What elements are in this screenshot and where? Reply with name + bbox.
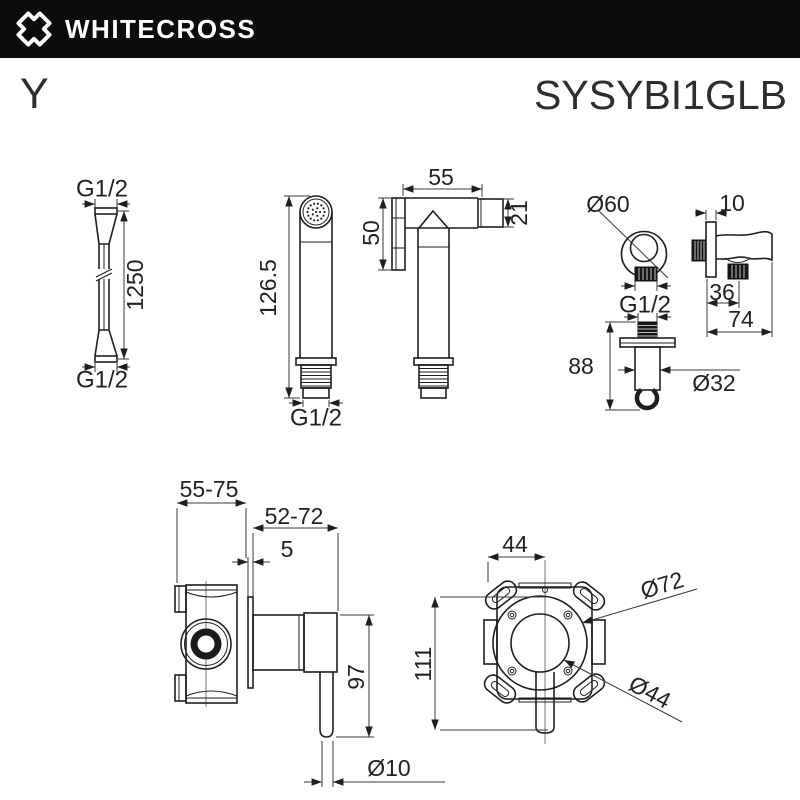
model-number: SYSYBI1GLB [534,72,787,118]
hose-thread-bottom-label: G1/2 [76,367,128,394]
outlet-hook-offset-dim: 36 [709,279,735,305]
handshower-front-drawing: G1/2 126.5 [255,195,343,432]
valve-rough-in-depth-dim: 55-75 [180,476,239,502]
series-label: Y [20,70,49,118]
valve-handle-length-dim: 97 [343,664,369,690]
brand-name: WHITECROSS [65,13,257,44]
handshower-head-length-dim: 55 [428,164,454,190]
valve-trim-depth-dim: 52-72 [265,503,324,529]
handshower-nozzle-dia-dim: 21 [506,200,532,226]
whitecross-logo-icon [16,11,52,47]
outlet-thread-label: G1/2 [619,292,671,319]
handshower-side-drawing: 55 21 50 [358,164,532,399]
outlet-holder-height-dim: 88 [568,353,594,379]
valve-side-drawing: 55-75 52-72 5 97 Ø10 [174,476,445,787]
hose-length-dim: 1250 [122,259,148,310]
handshower-face-height-dim: 50 [358,220,384,246]
valve-handle-offset-dim: 44 [502,531,528,557]
valve-front-drawing: 44 111 Ø72 Ø44 [410,531,698,744]
valve-base-dia-dim: Ø44 [625,670,676,713]
outlet-plate-thickness-dim: 10 [719,190,745,216]
valve-plate-thickness-dim: 5 [281,536,294,562]
handshower-thread-label: G1/2 [290,405,342,432]
outlet-holder-body-dia-dim: Ø32 [692,370,735,396]
outlet-side-drawing: 10 36 74 [691,190,773,337]
spray-nozzle-dots [306,202,326,222]
header-bar: WHITECROSS [0,0,800,58]
handshower-height-dim: 126.5 [255,259,281,317]
hose-thread-top-label: G1/2 [76,176,128,203]
valve-trim-dia-dim: Ø72 [637,566,686,604]
outlet-depth-dim: 74 [728,306,754,332]
outlet-front-drawing: Ø60 G1/2 [586,191,671,322]
outlet-escutcheon-dia-dim: Ø60 [586,191,629,217]
outlet-holder-drawing: 88 Ø32 [568,321,740,411]
hose-drawing: G1/2 G1/2 1250 [76,176,148,394]
valve-handle-dia-dim: Ø10 [367,755,410,781]
title-row: Y SYSYBI1GLB [0,62,800,122]
valve-total-height-dim: 111 [410,647,436,682]
